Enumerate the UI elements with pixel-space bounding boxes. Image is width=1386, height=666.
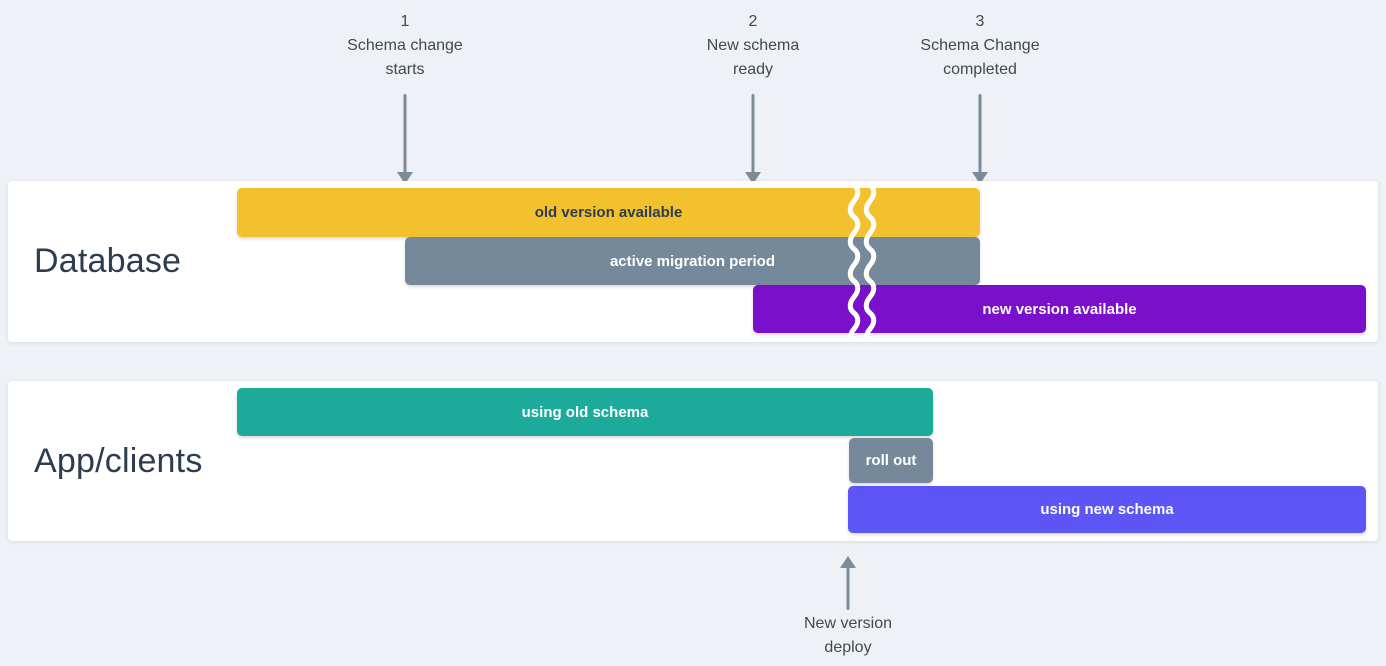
deploy-arrow-up-icon (840, 556, 856, 610)
bar-label: old version available (534, 204, 683, 221)
lane-database-title: Database (34, 242, 182, 280)
milestone-1-number: 1 (400, 13, 410, 30)
bar-active-migration-period: active migration period (405, 237, 980, 285)
lane-database-card: Database old version available active mi… (8, 181, 1378, 342)
milestone-1-label: 1 Schema change starts (295, 10, 515, 82)
bar-using-old-schema: using old schema (237, 388, 933, 436)
arrow-shaft (846, 566, 850, 610)
arrow-shaft (978, 94, 982, 174)
milestone-2-label: 2 New schema ready (643, 10, 863, 82)
bar-label: using new schema (1040, 501, 1174, 518)
milestone-3-number: 3 (975, 13, 985, 30)
milestone-3-label: 3 Schema Change completed (870, 10, 1090, 82)
arrow-shaft (403, 94, 407, 174)
bar-label: using old schema (521, 403, 649, 421)
arrow-shaft (751, 94, 755, 174)
arrow-head (840, 556, 856, 568)
deploy-text-line1: New version (803, 615, 893, 632)
milestone-3-text-line2: completed (943, 61, 1017, 78)
bar-using-new-schema: using new schema (848, 486, 1366, 533)
bar-label: active migration period (609, 252, 776, 270)
milestone-2-arrow-down-icon (745, 94, 761, 184)
milestone-2-text-line1: New schema (706, 37, 800, 54)
bar-roll-out: roll out (849, 438, 933, 483)
bar-new-version-available: new version available (753, 285, 1366, 333)
bar-label: roll out (865, 452, 917, 469)
lane-app-clients-title: App/clients (34, 441, 203, 480)
milestone-2-text-line2: ready (732, 61, 774, 78)
bar-label: new version available (982, 300, 1137, 318)
milestone-2-number: 2 (748, 13, 758, 30)
milestone-3-text-line1: Schema Change (920, 37, 1040, 54)
milestone-3-arrow-down-icon (972, 94, 988, 184)
lane-app-clients-card: App/clients using old schema roll out us… (8, 381, 1378, 541)
milestone-1-text-line1: Schema change (347, 37, 463, 54)
deploy-text-line2: deploy (824, 639, 872, 656)
deploy-label: New version deploy (738, 612, 958, 660)
milestone-1-arrow-down-icon (397, 94, 413, 184)
bar-old-version-available: old version available (237, 188, 980, 237)
milestone-1-text-line2: starts (385, 61, 425, 78)
